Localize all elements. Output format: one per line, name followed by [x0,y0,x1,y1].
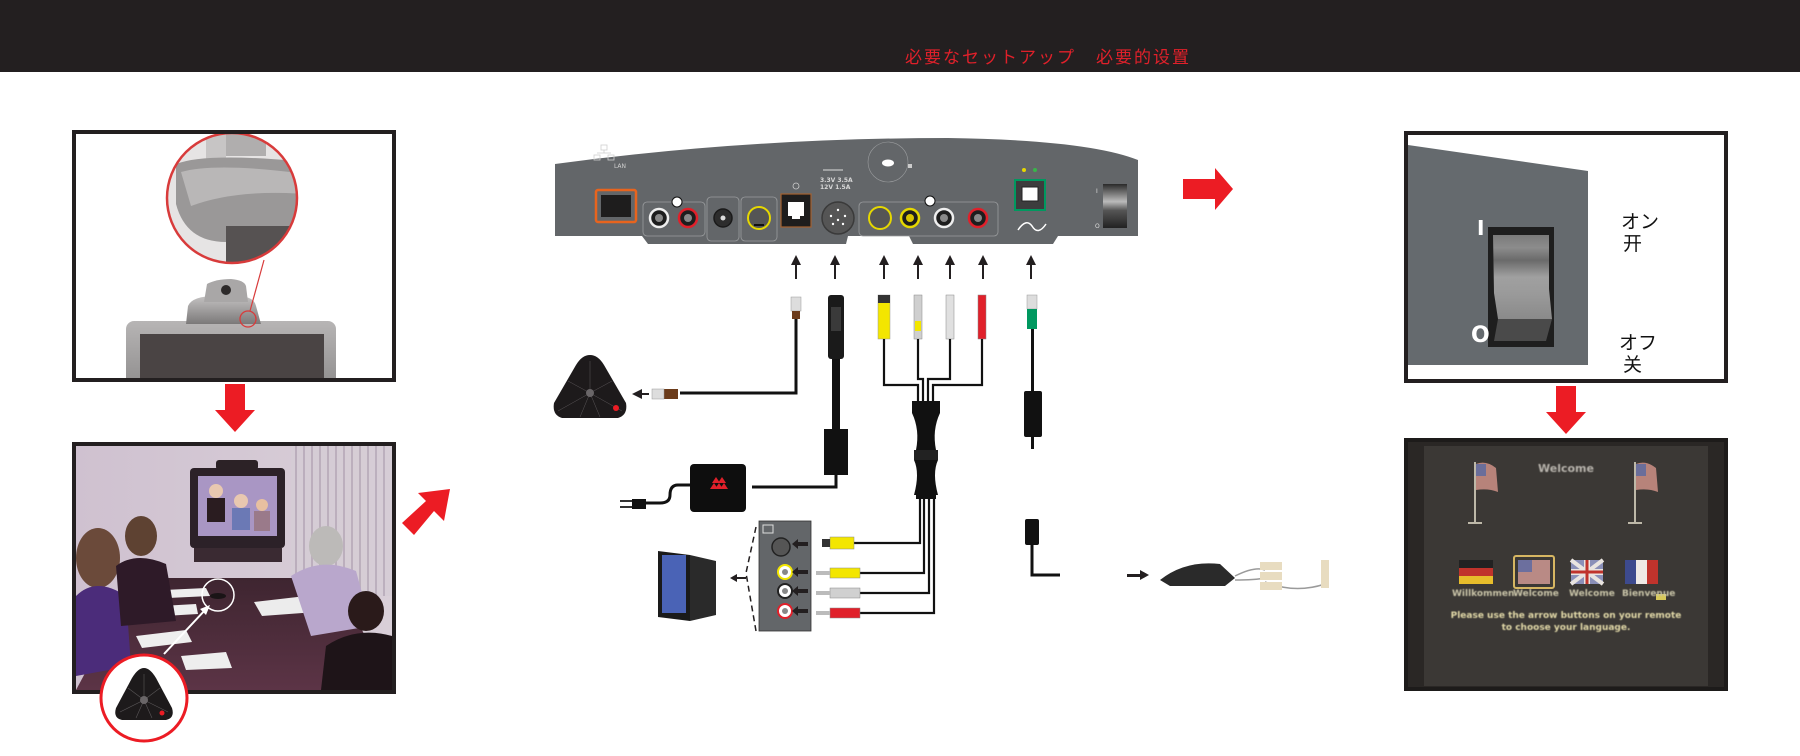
monitor-screen [140,334,324,378]
down-arrow-icon [215,384,255,432]
usa-pole-flag-right [1628,462,1658,524]
uk-flag[interactable] [1569,558,1605,586]
tv-input-panel [730,520,812,632]
arrow-up-icon [879,255,889,279]
lan-label: LAN [614,163,626,170]
headphone-port[interactable] [706,196,740,242]
off-label-zh: 关 [1623,354,1643,376]
camera-on-tv [216,460,258,470]
phone-line-connection [1127,560,1329,590]
power-cable [620,295,848,512]
microphone-highlight-circle [201,578,235,612]
camera-mount-panel [72,130,396,382]
microphone-cable [632,296,802,400]
video-output-ports[interactable] [858,195,999,237]
welcome-title: Welcome [1538,462,1594,475]
instruction-line-1: Please use the arrow buttons on your rem… [1450,611,1682,621]
audio-input-ports[interactable] [642,196,706,237]
power-switch-illustration [1408,145,1588,365]
on-symbol: I [1477,216,1485,240]
mute-led [159,710,165,716]
phone-line-port[interactable] [1014,168,1047,232]
arrow-up-icon [1026,255,1036,279]
title-chinese: 必要的设置 [1096,48,1191,68]
switch-on-mark: I [1096,188,1098,195]
switch-off-mark: O [1095,223,1100,230]
diagonal-arrow-icon [402,489,450,535]
instruction-line-2: to choose your language. [1501,623,1631,633]
arrow-up-icon [945,255,955,279]
power-switch-panel: I O オン 开 オフ 关 [1404,131,1728,383]
power-rating-2: 12V 1.5A [820,184,851,191]
panel-housing [555,138,1138,244]
detail-marker-circle [239,310,257,328]
phone-cable [1024,294,1060,577]
television-icon [658,551,716,621]
polycom-logo-icon [710,477,728,489]
camera-base [186,296,261,324]
participants [76,516,392,690]
lan-port[interactable] [593,144,638,224]
language-label-german[interactable]: Willkommen [1452,589,1515,599]
down-arrow-icon [1546,386,1586,434]
right-arrow-icon [1183,168,1233,210]
arrow-up-icon [830,255,840,279]
title-japanese: 必要なセットアップ [905,48,1076,68]
arrow-up-icon [913,255,923,279]
arrow-right-icon [1140,570,1149,580]
welcome-flags [1459,462,1666,600]
arrow-up-icon [791,255,801,279]
microphone-port[interactable] [780,182,812,228]
on-label-zh: 开 [1623,233,1643,255]
germany-flag[interactable] [1459,560,1493,584]
microphone-pod [553,355,627,418]
security-lock-slot [867,141,912,183]
callout-line [249,259,265,312]
usa-pole-flag-left [1468,462,1498,524]
camera-svideo-port[interactable] [740,196,778,242]
language-label-english-uk[interactable]: Welcome [1569,589,1615,599]
language-label-french[interactable]: Bienvenue [1622,589,1676,599]
power-rating-1: 3.3V 3.5A [820,177,853,184]
codec-rear-panel: 3.3V 3.5A 12V 1.5A I O LAN [555,138,1138,244]
arrow-up-icon [978,255,988,279]
on-label: オン 开 [1621,211,1659,255]
microphone-pod-inset [99,653,189,743]
off-label-ja: オフ [1619,332,1658,354]
language-instruction: Please use the arrow buttons on your rem… [1428,610,1704,634]
cable-diagram [553,255,1060,632]
usa-flag[interactable] [1513,555,1555,589]
off-symbol: O [1471,323,1490,348]
phone-splitter-icon [1160,563,1235,586]
on-label-ja: オン [1621,211,1660,233]
page-title: 必要なセットアップ必要的设置 [905,43,1191,68]
language-label-english-us[interactable]: Welcome [1513,589,1559,599]
magnifier-circle [165,134,299,265]
cursor-arrow-icon [1656,594,1666,600]
camera-mount-illustration [126,134,336,378]
france-flag[interactable] [1625,560,1658,584]
connection-arrows [791,255,1036,279]
header-bar [0,0,1800,72]
power-input-port[interactable]: 3.3V 3.5A 12V 1.5A [820,169,855,235]
welcome-screen-panel: Welcome Willkommen Welcome Welcome Bienv… [1404,438,1728,691]
camera-lens [221,285,231,295]
off-label: オフ 关 [1619,332,1657,376]
rear-power-switch[interactable]: I O [1095,184,1127,230]
av-breakout-cable [816,294,987,619]
wall-jack-icon [1321,560,1329,588]
pointer-line [163,608,207,655]
